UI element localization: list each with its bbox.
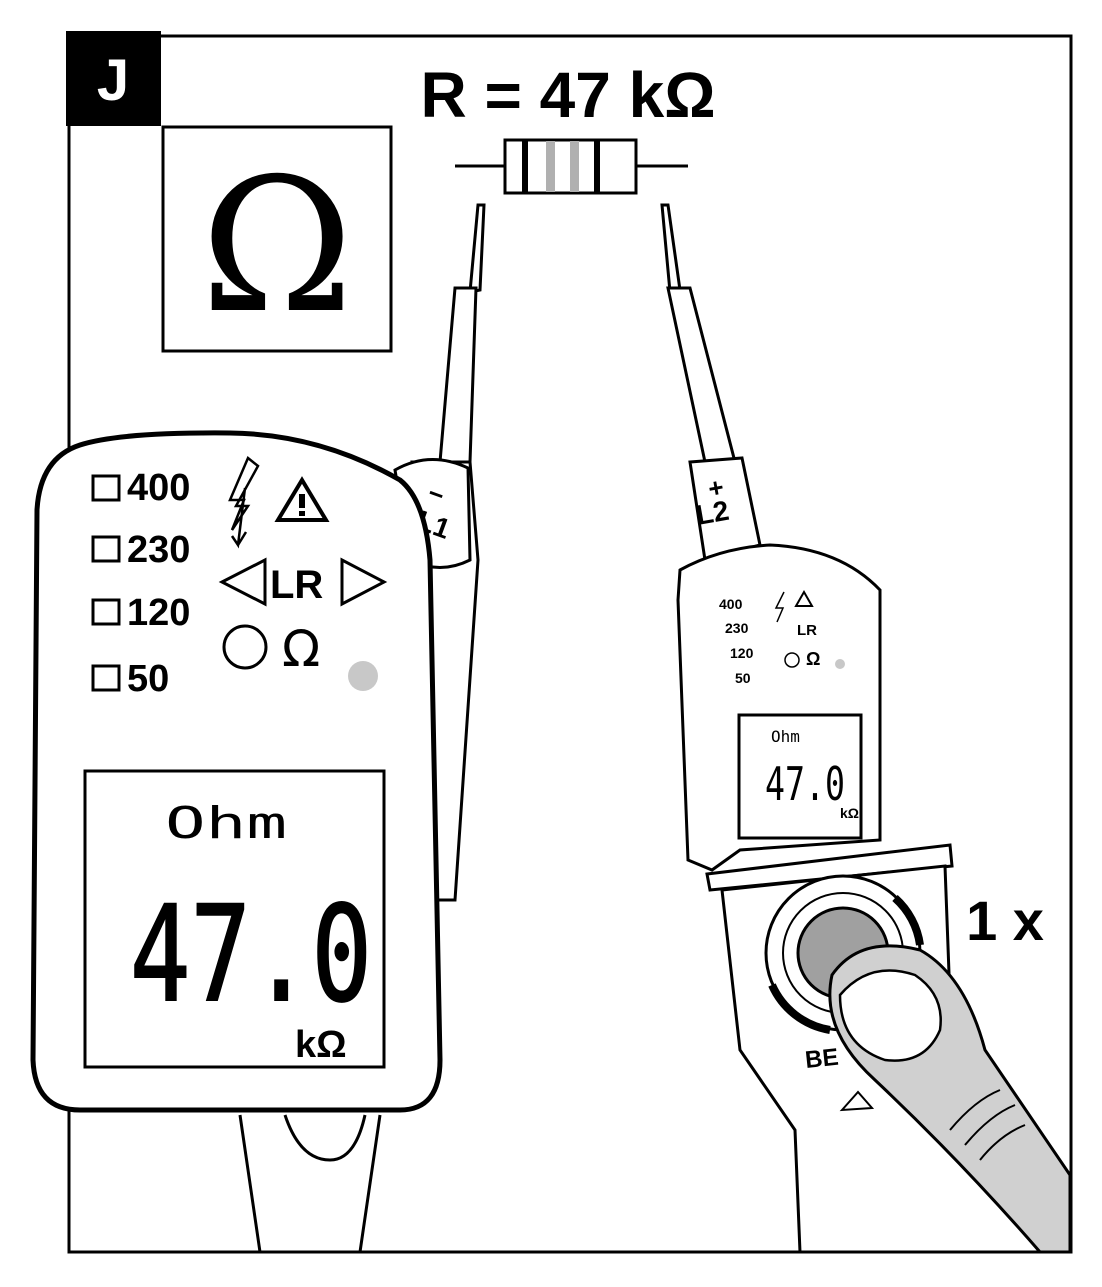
led-400-label: 400 [127,467,190,509]
mini-status-dot [835,659,845,669]
lcd-unit: kΩ [295,1024,347,1066]
resistor-icon [455,138,688,195]
mini-ohm-led [784,652,800,668]
resistance-equation: R = 47 kΩ [420,59,715,131]
led-120-label: 120 [127,592,190,634]
led-50-box [91,664,121,692]
panel-tag [66,31,161,126]
ohm-led-icon [222,624,268,670]
mini-ohm-symbol: Ω [806,649,820,669]
led-120-box [91,598,121,626]
rotation-left-icon [218,557,267,607]
ohm-indicator-symbol: Ω [282,620,320,678]
lcd-mode-text: Ohm [165,798,287,849]
mini-lcd-value: 47.0 [765,757,845,811]
mini-led-400: 400 [719,596,743,612]
mini-lcd [737,713,863,840]
lcd-screen [83,769,386,1069]
rotation-label: LR [270,563,323,607]
mini-led-230: 230 [725,620,749,636]
press-count-label: 1 x [966,889,1044,952]
led-50-label: 50 [127,658,169,700]
ohm-mode-symbol: Ω [200,138,353,354]
right-probe-mini-panel: 400 230 120 50 LR Ω Ohm 47.0 kΩ [719,589,863,840]
mini-led-120: 120 [730,645,754,661]
ohm-mode-box [161,125,393,353]
mini-led-50: 50 [735,670,751,686]
brand-partial: BE [804,1044,840,1074]
voltage-led-list: 400 230 120 50 [91,467,190,700]
mini-warning-icon [794,589,814,607]
mini-rotation-label: LR [797,622,817,639]
finger-pressing [828,944,1072,1254]
mini-lcd-mode: Ohm [771,727,800,746]
status-led-dot [348,661,378,691]
lightning-icon [228,455,260,549]
mini-lcd-unit: kΩ [840,805,859,821]
led-230-label: 230 [127,529,190,571]
warning-icon [274,476,330,522]
led-230-box [91,535,121,563]
led-400-box [91,474,121,502]
rotation-right-icon [340,557,388,607]
mini-lightning-icon [774,591,785,623]
certification-mark-icon [839,1090,875,1112]
lcd-value: 47.0 [130,878,372,1032]
right-probe-label: L2 [694,495,732,531]
right-probe-sign: + [706,472,726,504]
panel-letter: J [97,48,129,113]
